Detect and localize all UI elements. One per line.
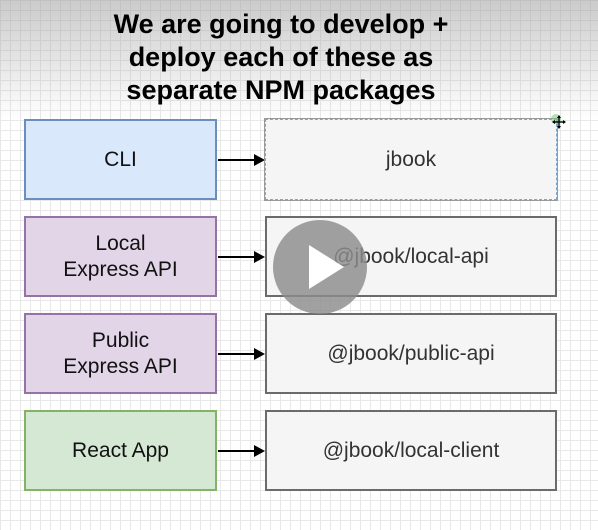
component-label: Express API [63, 354, 178, 378]
package-label: @jbook/local-client [322, 438, 500, 462]
move-cursor-icon [552, 115, 566, 129]
package-label: @jbook/local-api [333, 244, 489, 268]
arrow-icon [218, 251, 265, 263]
arrow-icon [218, 348, 265, 360]
package-box-jbook[interactable]: jbook [265, 119, 557, 200]
arrow-icon [218, 154, 265, 166]
package-box-public-api[interactable]: @jbook/public-api [265, 313, 557, 394]
component-box-local-express-api[interactable]: Local Express API [24, 216, 217, 297]
component-label: CLI [104, 147, 137, 171]
title-line: separate NPM packages [126, 75, 436, 105]
component-box-cli[interactable]: CLI [24, 119, 217, 200]
component-label: Local [95, 231, 146, 255]
package-label: @jbook/public-api [327, 341, 495, 365]
package-box-local-client[interactable]: @jbook/local-client [265, 410, 557, 491]
component-box-react-app[interactable]: React App [24, 410, 217, 491]
component-label: Express API [63, 257, 178, 281]
arrow-icon [218, 445, 265, 457]
title-line: We are going to develop + [113, 9, 449, 39]
diagram-title: We are going to develop + deploy each of… [0, 8, 562, 107]
selection-handle[interactable] [551, 114, 561, 124]
play-icon[interactable] [272, 219, 368, 315]
component-label: React App [72, 438, 169, 462]
component-box-public-express-api[interactable]: Public Express API [24, 313, 217, 394]
package-label: jbook [385, 147, 437, 171]
component-label: Public [91, 328, 150, 352]
title-line: deploy each of these as [128, 42, 434, 72]
